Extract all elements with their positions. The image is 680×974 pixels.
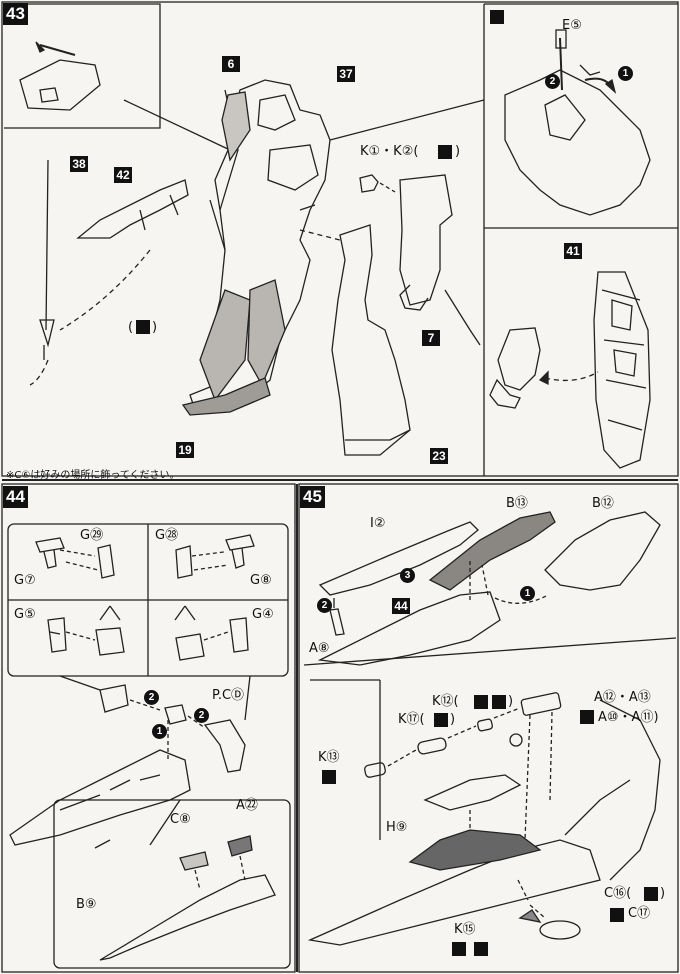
cut-mark-icon-k13: [322, 770, 336, 784]
blade-b13: [428, 511, 556, 591]
label-g4: G④: [252, 607, 274, 622]
part-number-44: 44: [392, 598, 410, 614]
order-marker-2: 2: [545, 74, 560, 89]
blade-i2: [318, 521, 479, 596]
part-number-37: 37: [337, 66, 355, 82]
label-k17: K⑰(: [398, 712, 425, 727]
cut-mark-icon-c17: [610, 908, 624, 922]
label-b9: B⑨: [76, 897, 97, 912]
label-g7: G⑦: [14, 573, 36, 588]
part-b12: [544, 511, 661, 591]
part-number-41: 41: [564, 243, 582, 259]
marker-close: ): [152, 320, 158, 335]
label-k15: K⑮: [454, 922, 476, 937]
label-i2: I②: [370, 516, 386, 531]
assembly-44-top: [99, 684, 129, 713]
label-h9: H⑨: [386, 820, 408, 835]
label-c16: C⑯(: [604, 886, 632, 901]
part-number-42: 42: [114, 167, 132, 183]
blade-main-45: [307, 839, 601, 946]
part-h9: [423, 774, 522, 811]
panel-44-frame: [1, 483, 296, 973]
cut-mark-icon-k15a: [452, 942, 466, 956]
label-c16-close: ): [660, 886, 666, 901]
label-e5: E⑤: [562, 18, 582, 33]
panel-45-frame: [298, 483, 679, 973]
forearm-drawing: [497, 327, 541, 391]
assembly-45-top: [317, 591, 501, 666]
label-g5: G⑤: [14, 607, 36, 622]
order-marker-1-45: 1: [520, 586, 535, 601]
order-marker-1-44: 1: [152, 724, 167, 739]
leg-drawing: [331, 224, 411, 456]
decal-mark-icon: [136, 320, 150, 334]
cut-mark-icon-k17: [434, 713, 448, 727]
order-marker-2-45: 2: [317, 598, 332, 613]
order-marker-2-44b: 2: [194, 708, 209, 723]
shield-drawing: [593, 271, 651, 469]
cut-mark-icon-top: [490, 10, 504, 24]
label-k12-close: ): [508, 694, 514, 709]
step-44-number: 44: [3, 486, 28, 508]
label-g28: G㉘: [155, 528, 179, 543]
cut-mark-icon-k15b: [474, 942, 488, 956]
detail-box-43a: [4, 3, 161, 129]
saber-drawing: [39, 159, 55, 360]
step-43-number: 43: [3, 3, 28, 25]
cut-mark-icon-k12b: [492, 695, 506, 709]
cut-mark-icon: [438, 145, 452, 159]
label-a10-a11: A⑩・A⑪): [598, 710, 659, 725]
panel-43-frame: [1, 1, 679, 477]
label-a12-a13: A⑫・A⑬: [594, 690, 651, 705]
part-number-19: 19: [176, 442, 194, 458]
shoulder-drawing: [504, 69, 651, 216]
part-number-23: 23: [430, 448, 448, 464]
label-g29: G㉙: [80, 528, 104, 543]
label-a8: A⑧: [309, 641, 330, 656]
label-c8: C⑧: [170, 812, 191, 827]
marker-open: (: [128, 320, 134, 335]
cut-mark-icon-k12a: [474, 695, 488, 709]
label-k1-k2-close: ): [455, 144, 461, 159]
step-45-number: 45: [300, 486, 325, 508]
assembly-44-body: [9, 749, 191, 846]
order-marker-3-45: 3: [400, 568, 415, 583]
part-number-6: 6: [222, 56, 240, 72]
part-number-38: 38: [70, 156, 88, 172]
small-part-43: [19, 59, 101, 111]
arm-upper: [399, 174, 453, 306]
footnote: ※C⑥は好みの場所に飾ってください。: [6, 470, 180, 481]
detail-box-44b: [53, 799, 291, 969]
rifle-drawing: [76, 179, 189, 239]
label-k17-close: ): [450, 712, 456, 727]
label-b12: B⑫: [592, 496, 614, 511]
assembly-44-detail: [99, 874, 276, 961]
cut-mark-icon-c16: [644, 887, 658, 901]
order-marker-2-44a: 2: [144, 690, 159, 705]
label-k1-k2: K①・K②(: [360, 144, 419, 159]
label-a22: A㉒: [236, 798, 258, 813]
label-k13: K⑬: [318, 750, 340, 765]
label-g8: G⑧: [250, 573, 272, 588]
label-pcd: P.CⒹ: [212, 688, 245, 703]
part-number-7: 7: [422, 330, 440, 346]
label-c17: C⑰: [628, 906, 651, 921]
label-b13: B⑬: [506, 496, 528, 511]
order-marker-1: 1: [618, 66, 633, 81]
cut-mark-icon-a10: [580, 710, 594, 724]
label-k12: K⑫(: [432, 694, 459, 709]
